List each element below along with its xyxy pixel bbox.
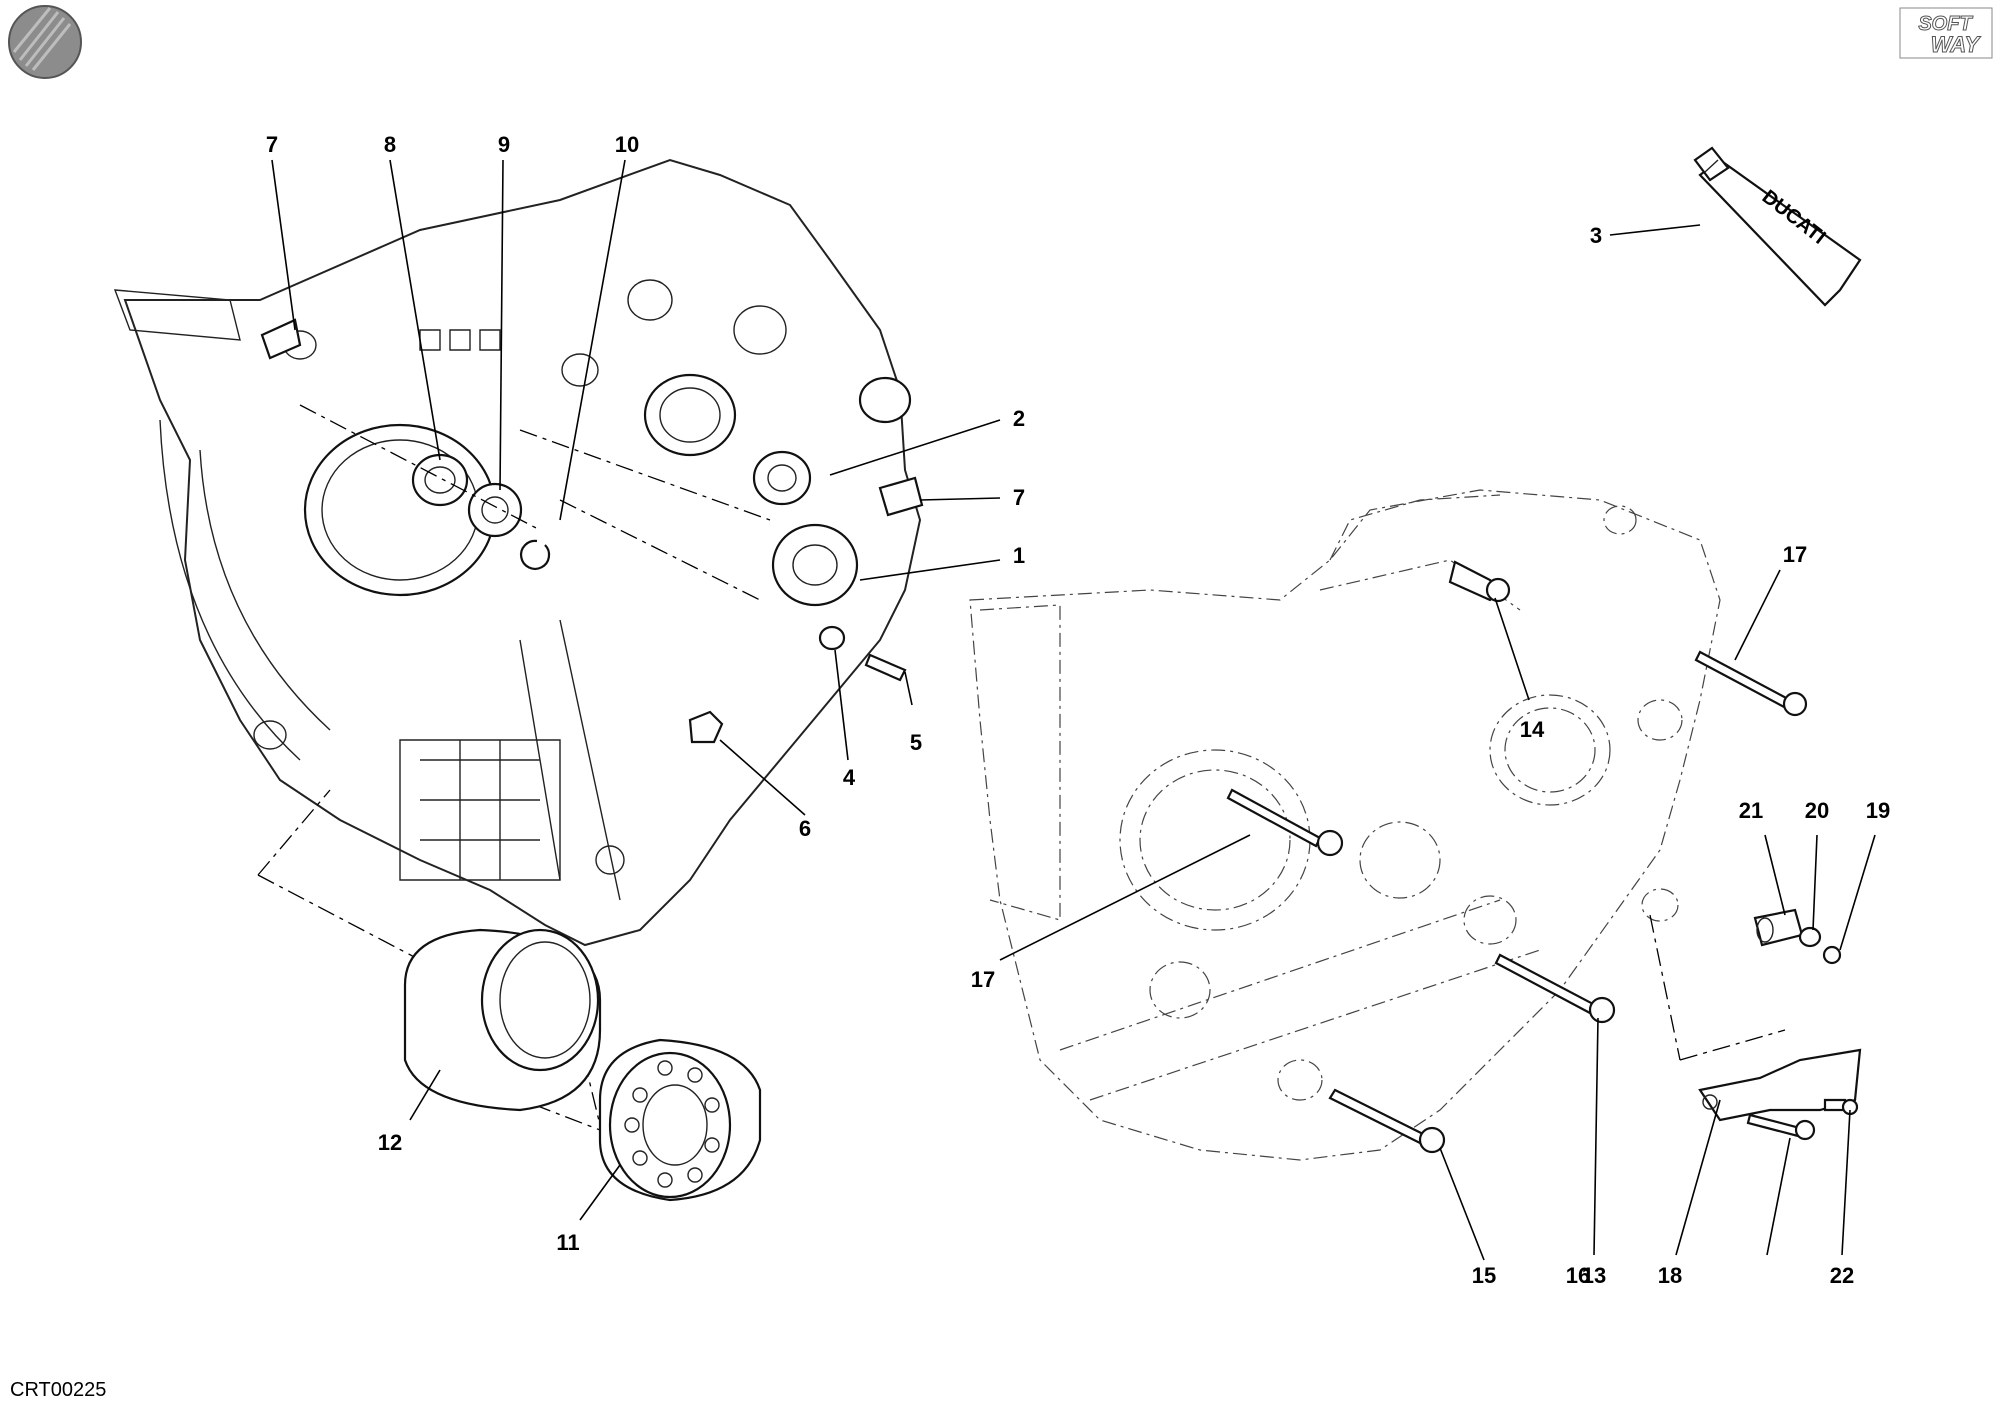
- leader-lines: [271, 159, 1876, 1261]
- callout-18: 18: [1658, 1263, 1682, 1288]
- callout-21: 21: [1739, 798, 1763, 823]
- callout-8: 8: [384, 132, 396, 157]
- callout-9: 9: [498, 132, 510, 157]
- logo-line-soft: SOFT: [1918, 13, 1973, 35]
- callout-12: 12: [378, 1130, 402, 1155]
- callout-7-top: 7: [266, 132, 278, 157]
- left-crankcase-half: [113, 158, 924, 947]
- callout-5: 5: [910, 730, 922, 755]
- roller-bearing-part-11: [598, 1038, 762, 1202]
- callout-3: 3: [1590, 223, 1602, 248]
- sealant-tube-part-3: DUCATI: [1693, 146, 1862, 307]
- callout-17-right: 17: [1783, 542, 1807, 567]
- callout-11: 11: [556, 1230, 579, 1255]
- callout-13: 13: [1582, 1263, 1606, 1288]
- callout-7-right: 7: [1013, 485, 1025, 510]
- callout-20: 20: [1805, 798, 1829, 823]
- callout-19: 19: [1866, 798, 1890, 823]
- logo-line-way: WAY: [1931, 32, 1982, 57]
- callout-4: 4: [843, 765, 856, 790]
- right-crankcase-half: [969, 489, 1721, 1161]
- sleeve-part-12: [403, 928, 602, 1112]
- callout-15: 15: [1472, 1263, 1496, 1288]
- callout-16: 16: [1566, 1263, 1590, 1288]
- callout-17-left: 17: [971, 967, 995, 992]
- callout-2: 2: [1013, 406, 1025, 431]
- softway-logo: SOFT WAY: [1899, 7, 1993, 59]
- callout-numbers: 1 2 3 4 5 6 7 7 8 9 10 11 12 13 14 15 16…: [266, 132, 1890, 1288]
- callout-10: 10: [615, 132, 639, 157]
- diagram-code: CRT00225: [10, 1379, 106, 1401]
- callout-14: 14: [1520, 717, 1545, 742]
- callout-6: 6: [799, 816, 811, 841]
- callout-1: 1: [1013, 543, 1025, 568]
- corner-badge-icon: [8, 5, 82, 79]
- right-side-bolts: [1226, 560, 1862, 1154]
- callout-22: 22: [1830, 1263, 1854, 1288]
